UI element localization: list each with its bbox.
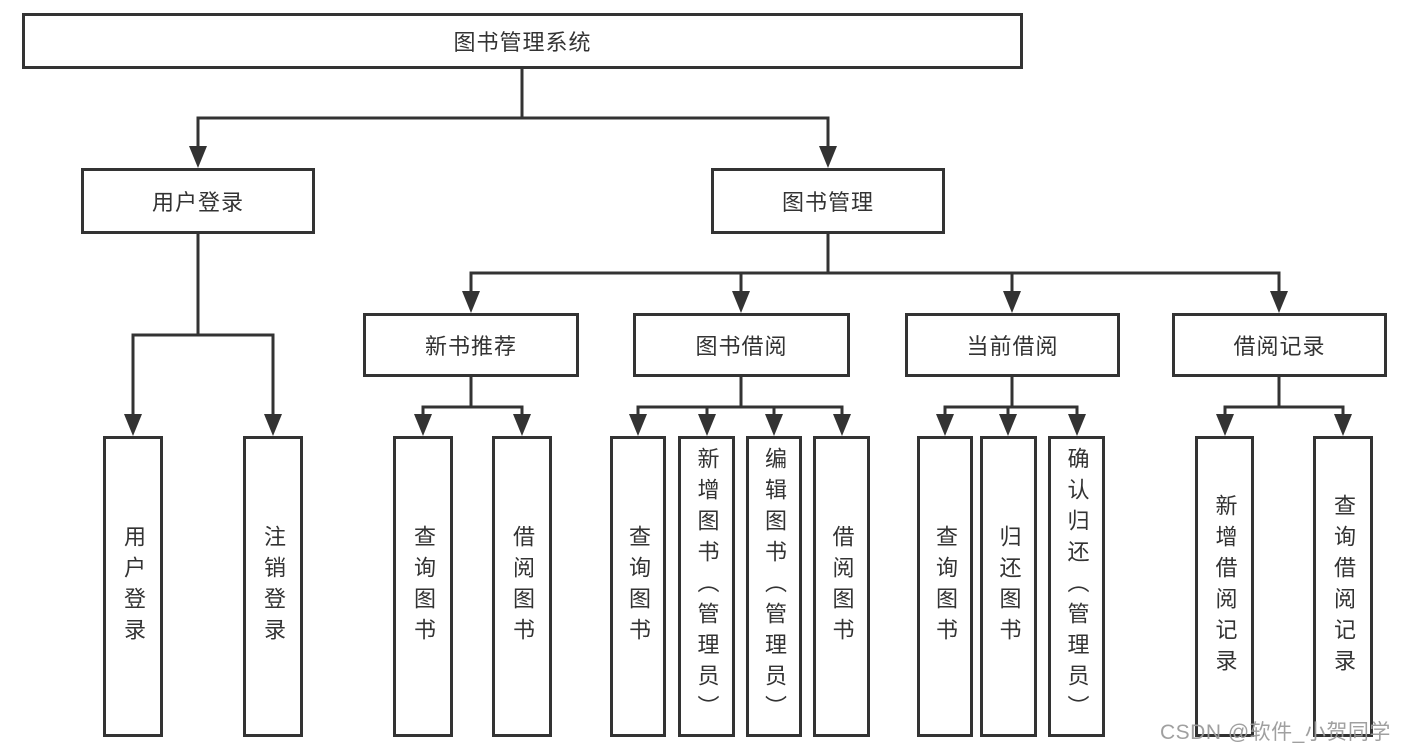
connector-root-to-level2 xyxy=(189,69,837,168)
node-book-borrowing: 图书借阅 xyxy=(633,313,850,377)
leaf-user-login: 用户登录 xyxy=(103,436,163,737)
leaf-return-book: 归还图书 xyxy=(980,436,1037,737)
connector-new-book-recommendation-children xyxy=(414,377,531,436)
connector-book-borrowing-children xyxy=(629,377,851,436)
leaf-edit-book-admin: 编辑图书（管理员） xyxy=(746,436,802,737)
leaf-confirm-return-admin: 确认归还（管理员） xyxy=(1048,436,1105,737)
connector-borrowing-records-children xyxy=(1216,377,1352,436)
leaf-logout: 注销登录 xyxy=(243,436,303,737)
node-current-borrowing: 当前借阅 xyxy=(905,313,1120,377)
node-new-book-recommendation: 新书推荐 xyxy=(363,313,579,377)
connector-book-management-children xyxy=(462,234,1288,313)
leaf-query-books-borrowing: 查询图书 xyxy=(610,436,666,737)
leaf-borrow-books-recommend: 借阅图书 xyxy=(492,436,552,737)
node-user-login: 用户登录 xyxy=(81,168,315,234)
node-book-management: 图书管理 xyxy=(711,168,945,234)
leaf-query-borrow-record: 查询借阅记录 xyxy=(1313,436,1373,737)
leaf-query-books-current: 查询图书 xyxy=(917,436,973,737)
connector-current-borrowing-children xyxy=(936,377,1086,436)
leaf-add-book-admin: 新增图书（管理员） xyxy=(678,436,735,737)
leaf-add-borrow-record: 新增借阅记录 xyxy=(1195,436,1254,737)
connector-user-login-children xyxy=(124,234,282,436)
node-borrowing-records: 借阅记录 xyxy=(1172,313,1387,377)
watermark-text: CSDN @软件_小贺同学 xyxy=(1160,721,1391,744)
node-library-system: 图书管理系统 xyxy=(22,13,1023,69)
leaf-query-books-recommend: 查询图书 xyxy=(393,436,453,737)
leaf-borrow-books-borrowing: 借阅图书 xyxy=(813,436,870,737)
